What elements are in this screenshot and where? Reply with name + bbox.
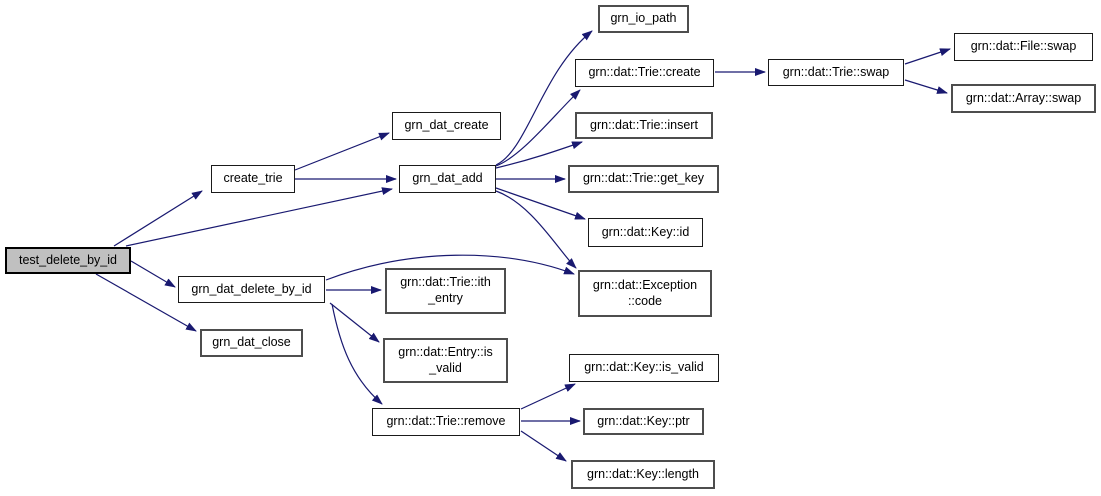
edge-create-trie-to-dat-create — [294, 132, 390, 171]
node-exception-code[interactable]: grn::dat::Exception ::code — [578, 270, 712, 317]
node-test-delete-by-id: test_delete_by_id — [5, 247, 131, 274]
edge-test-to-create-trie — [113, 190, 203, 247]
node-key-ptr[interactable]: grn::dat::Key::ptr — [583, 408, 704, 435]
edge-delete-to-entry-is-valid — [329, 302, 380, 343]
node-trie-get-key[interactable]: grn::dat::Trie::get_key — [568, 165, 719, 193]
node-grn-dat-create[interactable]: grn_dat_create — [392, 112, 501, 140]
edge-test-to-close — [95, 273, 197, 332]
edge-trie-swap-to-array-swap — [904, 79, 948, 94]
node-array-swap[interactable]: grn::dat::Array::swap — [951, 84, 1096, 113]
edge-test-to-grn-dat-add — [125, 187, 393, 247]
node-file-swap[interactable]: grn::dat::File::swap — [954, 33, 1093, 61]
node-trie-remove[interactable]: grn::dat::Trie::remove — [372, 408, 520, 436]
node-trie-ith-entry[interactable]: grn::dat::Trie::ith _entry — [385, 268, 506, 314]
edge-delete-to-trie-remove — [331, 303, 383, 405]
edge-add-to-io-path — [495, 30, 593, 166]
edge-test-to-delete-by-id — [130, 260, 176, 288]
node-key-id[interactable]: grn::dat::Key::id — [588, 218, 703, 247]
edge-add-to-trie-insert — [495, 141, 583, 169]
edge-remove-to-key-is-valid — [520, 383, 576, 410]
node-grn-dat-close[interactable]: grn_dat_close — [200, 329, 303, 357]
node-grn-dat-add[interactable]: grn_dat_add — [399, 165, 496, 193]
node-grn-dat-delete-by-id[interactable]: grn_dat_delete_by_id — [178, 276, 325, 303]
node-trie-swap[interactable]: grn::dat::Trie::swap — [768, 59, 904, 86]
node-key-is-valid[interactable]: grn::dat::Key::is_valid — [569, 354, 719, 382]
edge-add-to-trie-create — [495, 89, 581, 167]
node-create-trie[interactable]: create_trie — [211, 165, 295, 193]
node-entry-is-valid[interactable]: grn::dat::Entry::is _valid — [383, 338, 508, 383]
node-trie-create[interactable]: grn::dat::Trie::create — [575, 59, 714, 87]
edge-remove-to-key-length — [520, 430, 567, 462]
node-key-length[interactable]: grn::dat::Key::length — [571, 460, 715, 489]
edge-delete-to-exception-code — [325, 254, 575, 281]
node-trie-insert[interactable]: grn::dat::Trie::insert — [575, 112, 713, 139]
edge-add-to-exception-code — [495, 190, 577, 269]
edge-trie-swap-to-file-swap — [904, 48, 951, 65]
node-grn-io-path[interactable]: grn_io_path — [598, 5, 689, 33]
edge-add-to-key-id — [495, 187, 586, 220]
